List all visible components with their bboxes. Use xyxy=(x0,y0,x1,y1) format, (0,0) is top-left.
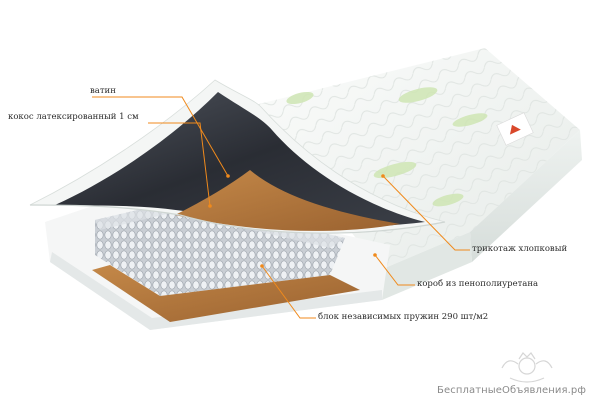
coconut-layer xyxy=(175,170,400,231)
leader-jersey xyxy=(382,175,470,251)
leader-coconut xyxy=(148,122,211,207)
label-vatin: ватин xyxy=(90,86,116,96)
mattress-front-side xyxy=(380,232,472,300)
watermark-text: БесплатныеОбъявления.рф xyxy=(437,385,586,396)
leader-springs xyxy=(261,265,316,319)
label-coconut: кокос латексированный 1 см xyxy=(8,112,139,122)
crest-watermark-icon xyxy=(501,352,553,383)
mattress-right-side xyxy=(470,130,582,262)
leaf-prints xyxy=(286,87,488,207)
label-jersey: трикотаж хлопковый xyxy=(472,244,568,254)
label-foam-box: короб из пенополиуретана xyxy=(417,279,539,289)
leader-dots xyxy=(208,174,385,268)
bottom-coconut-layer xyxy=(92,265,360,322)
leader-lines xyxy=(92,96,470,319)
felt-layer xyxy=(55,92,425,228)
label-springs: блок независимых пружин 290 шт/м2 xyxy=(318,312,489,322)
leader-vatin xyxy=(92,96,229,177)
leader-foam-box xyxy=(374,254,415,286)
